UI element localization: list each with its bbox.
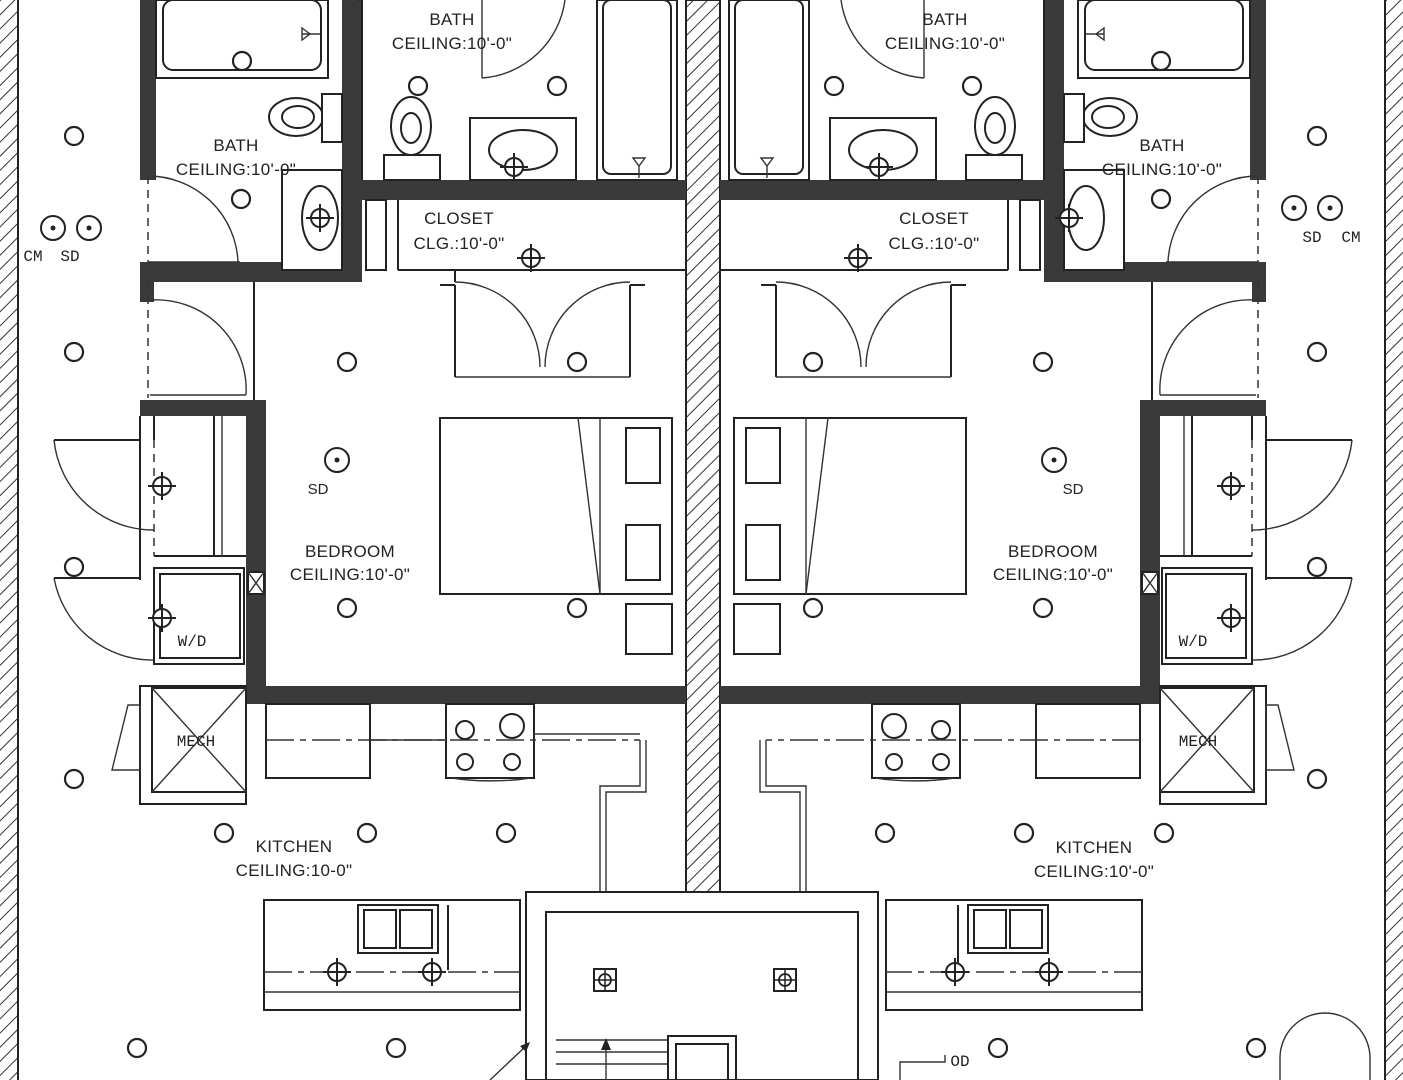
cm-r-label: CM — [1341, 229, 1360, 247]
bath-tc-l-ceiling: CEILING:10'-0" — [392, 34, 512, 53]
bath-tl-label: BATH — [213, 136, 258, 155]
bedroom-r-label: BEDROOM — [1008, 542, 1098, 561]
mech-l-label: MECH — [177, 733, 215, 751]
left-unit — [53, 0, 686, 1011]
bedroom-r-ceiling: CEILING:10'-0" — [993, 565, 1113, 584]
kitchen-r-label: KITCHEN — [1056, 838, 1133, 857]
cm-l-label: CM — [23, 248, 42, 266]
sd-r-label: SD — [1302, 229, 1321, 247]
wd-r-label: W/D — [1179, 633, 1208, 651]
party-wall — [685, 0, 721, 916]
kitchen-l-label: KITCHEN — [256, 837, 333, 856]
bedroom-l-ceiling: CEILING:10'-0" — [290, 565, 410, 584]
right-unit — [720, 0, 1353, 1011]
bath-tc-r-ceiling: CEILING:10'-0" — [885, 34, 1005, 53]
kitchen-r-ceiling: CEILING:10'-0" — [1034, 862, 1154, 881]
bath-tc-r-label: BATH — [922, 10, 967, 29]
bath-tl-ceiling: CEILING:10'-0" — [176, 160, 296, 179]
od-label: OD — [950, 1053, 969, 1071]
bath-tr-ceiling: CEILING:10'-0" — [1102, 160, 1222, 179]
central-stair — [489, 891, 1371, 1080]
kitchen-l-ceiling: CEILING:10-0" — [236, 861, 353, 880]
wd-l-label: W/D — [178, 633, 207, 651]
sd-bed-l-label: SD — [308, 481, 329, 498]
closet-l-ceiling: CLG.:10'-0" — [413, 234, 504, 253]
bath-tc-l-label: BATH — [429, 10, 474, 29]
closet-r-label: CLOSET — [899, 209, 969, 228]
bedroom-l-label: BEDROOM — [305, 542, 395, 561]
closet-r-ceiling: CLG.:10'-0" — [888, 234, 979, 253]
sd-l-label: SD — [60, 248, 79, 266]
closet-l-label: CLOSET — [424, 209, 494, 228]
mech-r-label: MECH — [1179, 733, 1217, 751]
room-labels: BATH CEILING:10'-0" BATH CEILING:10'-0" … — [23, 10, 1360, 1071]
bath-tr-label: BATH — [1139, 136, 1184, 155]
sd-bed-r-label: SD — [1063, 481, 1084, 498]
